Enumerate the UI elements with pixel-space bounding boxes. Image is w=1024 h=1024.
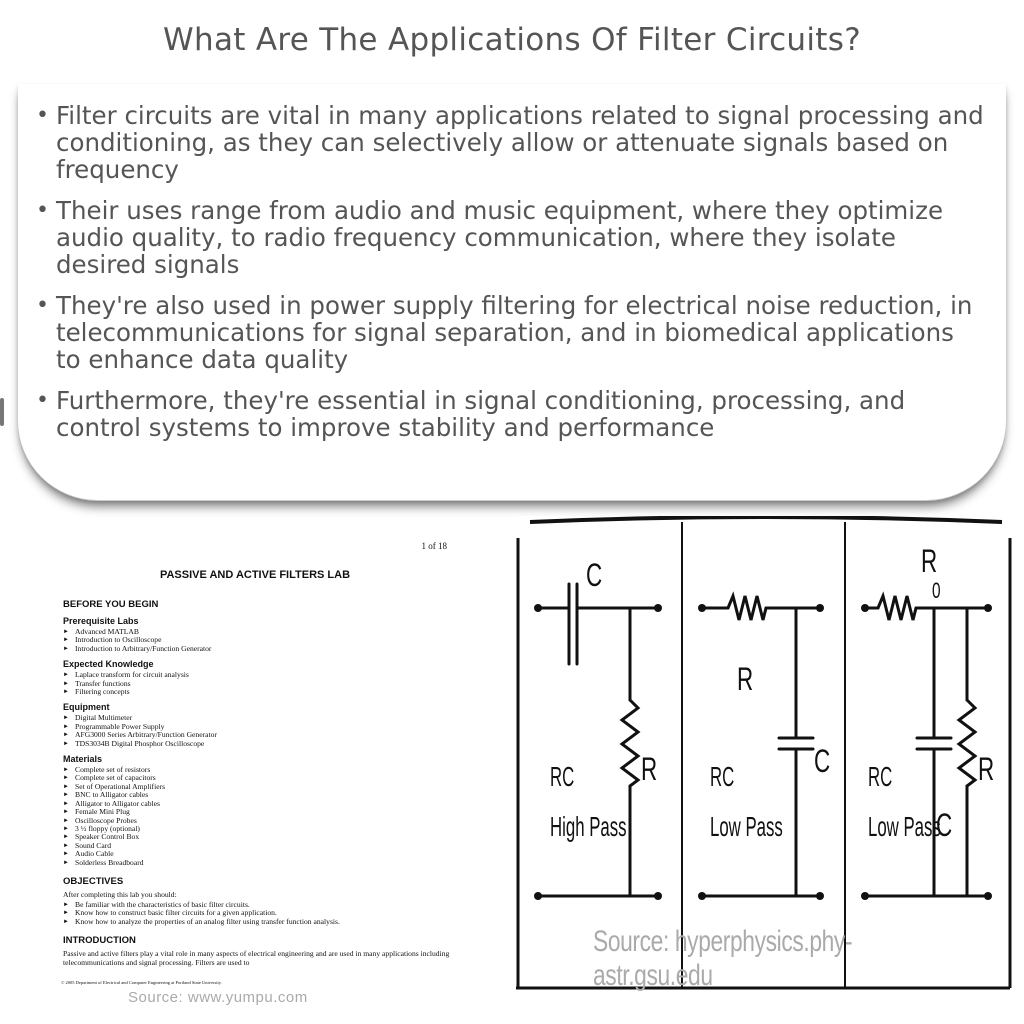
source-caption-right: Source: hyperphysics.phy-astr.gsu.edu: [593, 925, 853, 992]
resistor-label: R: [737, 661, 753, 697]
resistor-label: R: [978, 751, 994, 787]
list-item: Filtering concepts: [63, 687, 453, 697]
circuit-label: Low Pass: [868, 811, 941, 843]
doc-heading: BEFORE YOU BEGIN: [63, 599, 159, 610]
bullet-item: They're also used in power supply filter…: [36, 292, 986, 373]
list-item: AFG3000 Series Arbitrary/Function Genera…: [63, 730, 453, 740]
list-item: Alligator to Alligator cables: [63, 799, 453, 809]
doc-heading: OBJECTIVES: [63, 875, 124, 887]
resistor-subscript: 0: [932, 579, 941, 603]
bullet-item: Furthermore, they're essential in signal…: [36, 387, 986, 441]
doc-subheading: Materials: [63, 754, 103, 765]
doc-subheading: Expected Knowledge: [63, 659, 154, 670]
list-item: Complete set of resistors: [63, 765, 453, 775]
list-item: Introduction to Arbitrary/Function Gener…: [63, 644, 453, 654]
resistor-label: R: [921, 543, 937, 579]
doc-title: PASSIVE AND ACTIVE FILTERS LAB: [159, 569, 351, 581]
list-item: 3 ½ floppy (optional): [63, 824, 453, 834]
doc-paragraph: After completing this lab you should:: [63, 889, 177, 899]
list-item: Know how to analyze the properties of an…: [63, 917, 453, 927]
rc-filter-circuits-image: C R RC High Pass R C RC Low Pass R 0 R C…: [516, 516, 1012, 990]
list-item: Laplace transform for circuit analysis: [63, 670, 453, 680]
resistor-label: R: [641, 751, 657, 787]
list-item: Transfer functions: [63, 679, 453, 689]
capacitor-label: C: [586, 557, 602, 593]
list-item: Sound Card: [63, 841, 453, 851]
materials-list: Complete set of resistors Complete set o…: [63, 765, 453, 868]
doc-heading: INTRODUCTION: [63, 935, 136, 947]
bullet-list: Filter circuits are vital in many applic…: [36, 102, 986, 455]
circuit-label: RC: [550, 761, 574, 793]
equipment-list: Digital Multimeter Programmable Power Su…: [63, 714, 453, 749]
list-item: Programmable Power Supply: [63, 722, 453, 732]
list-item: Complete set of capacitors: [63, 774, 453, 784]
left-edge-mark: [0, 398, 4, 426]
list-item: BNC to Alligator cables: [63, 790, 453, 800]
circuit-label: Low Pass: [710, 811, 783, 843]
list-item: Solderless Breadboard: [63, 858, 453, 868]
list-item: Speaker Control Box: [63, 832, 453, 842]
capacitor-label: C: [814, 743, 830, 779]
list-item: Female Mini Plug: [63, 807, 453, 817]
list-item: Digital Multimeter: [63, 714, 453, 724]
bullet-item: Filter circuits are vital in many applic…: [36, 102, 986, 183]
capacitor-label: C: [936, 807, 952, 843]
list-item: Oscilloscope Probes: [63, 816, 453, 826]
page-title: What Are The Applications Of Filter Circ…: [163, 22, 861, 58]
page-number: 1 of 18: [421, 541, 448, 551]
bullet-item: Their uses range from audio and music eq…: [36, 197, 986, 278]
prereq-list: Advanced MATLAB Introduction to Oscillos…: [63, 627, 453, 654]
list-item: Be familiar with the characteristics of …: [63, 900, 453, 910]
circuit-label: RC: [868, 761, 892, 793]
lab-document-image: 1 of 18 PASSIVE AND ACTIVE FILTERS LAB B…: [55, 535, 455, 995]
doc-subheading: Prerequisite Labs: [63, 616, 139, 626]
list-item: Set of Operational Amplifiers: [63, 782, 453, 792]
doc-paragraph: Passive and active filters play a vital …: [63, 949, 450, 968]
doc-subheading: Equipment: [63, 702, 110, 713]
knowledge-list: Laplace transform for circuit analysis T…: [63, 670, 453, 697]
list-item: Introduction to Oscilloscope: [63, 635, 453, 645]
list-item: Know how to construct basic filter circu…: [63, 908, 453, 918]
objectives-list: Be familiar with the characteristics of …: [63, 900, 453, 927]
circuit-label: RC: [710, 761, 734, 793]
circuit-label: High Pass: [550, 811, 627, 843]
list-item: Advanced MATLAB: [63, 627, 453, 637]
doc-footer: © 2005 Department of Electrical and Comp…: [61, 980, 222, 985]
source-caption-left: Source: www.yumpu.com: [128, 989, 308, 1006]
list-item: Audio Cable: [63, 849, 453, 859]
list-item: TDS3034B Digital Phosphor Oscilloscope: [63, 739, 453, 749]
